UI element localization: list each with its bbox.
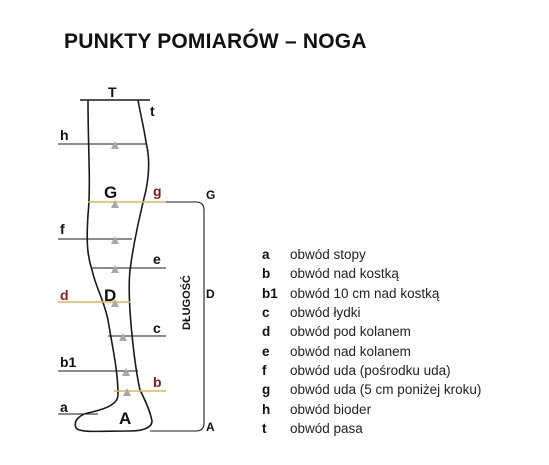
- label-A: A: [119, 409, 131, 428]
- label-D: D: [104, 286, 116, 305]
- legend-code: c: [262, 305, 270, 321]
- legend-row: f obwód uda (pośrodku uda): [262, 361, 481, 380]
- label-D-right: D: [206, 287, 215, 301]
- label-G: G: [104, 183, 117, 202]
- legend-desc: obwód nad kostką: [290, 266, 399, 282]
- legend-row: d obwód pod kolanem: [262, 322, 481, 341]
- legend-code: f: [262, 362, 267, 378]
- legend-desc: obwód łydki: [290, 305, 361, 321]
- page-title: PUNKTY POMIARÓW – NOGA: [64, 30, 367, 53]
- length-label: DŁUGOŚĆ: [180, 275, 193, 330]
- label-e: e: [153, 251, 161, 267]
- label-a: a: [60, 399, 68, 415]
- label-t: t: [150, 103, 155, 119]
- legend-code: b1: [262, 285, 278, 301]
- legend-row: b obwód nad kostką: [262, 264, 481, 283]
- label-A-right: A: [206, 420, 215, 434]
- legend-desc: obwód nad kolanem: [290, 343, 411, 359]
- legend-desc: obwód bioder: [290, 401, 372, 417]
- legend-code: g: [262, 382, 271, 398]
- leg-outline: [74, 99, 153, 433]
- label-b: b: [153, 374, 162, 390]
- legend-row: t obwód pasa: [262, 419, 481, 438]
- legend-row: g obwód uda (5 cm poniżej kroku): [262, 380, 481, 399]
- legend-desc: obwód 10 cm nad kostką: [290, 285, 440, 301]
- legend-row: c obwód łydki: [262, 303, 481, 322]
- legend-code: d: [262, 324, 271, 340]
- legend-desc: obwód stopy: [290, 247, 366, 263]
- legend-row: h obwód bioder: [262, 399, 481, 418]
- legend: a obwód stopy b obwód nad kostką b1 obwód 1…: [262, 245, 481, 438]
- label-c: c: [153, 320, 161, 336]
- label-h: h: [60, 127, 69, 143]
- legend-row: b1 obwód 10 cm nad kostką: [262, 284, 481, 303]
- legend-code: a: [262, 247, 270, 263]
- label-g: g: [153, 183, 162, 199]
- label-G-right: G: [206, 188, 215, 202]
- label-d: d: [60, 287, 69, 303]
- legend-code: h: [262, 401, 271, 417]
- legend-code: t: [262, 420, 267, 436]
- legend-code: e: [262, 343, 270, 359]
- legend-desc: obwód uda (5 cm poniżej kroku): [290, 382, 482, 398]
- legend-desc: obwód uda (pośrodku uda): [290, 362, 451, 378]
- legend-row: a obwód stopy: [262, 245, 481, 264]
- legend-code: b: [262, 266, 271, 282]
- legend-row: e obwód nad kolanem: [262, 341, 481, 360]
- label-f: f: [60, 221, 65, 237]
- label-b1: b1: [60, 354, 77, 370]
- measure-markers: [111, 141, 131, 396]
- legend-desc: obwód pasa: [290, 420, 363, 436]
- label-T: T: [108, 84, 117, 100]
- length-bracket: [150, 201, 205, 432]
- legend-desc: obwód pod kolanem: [290, 324, 411, 340]
